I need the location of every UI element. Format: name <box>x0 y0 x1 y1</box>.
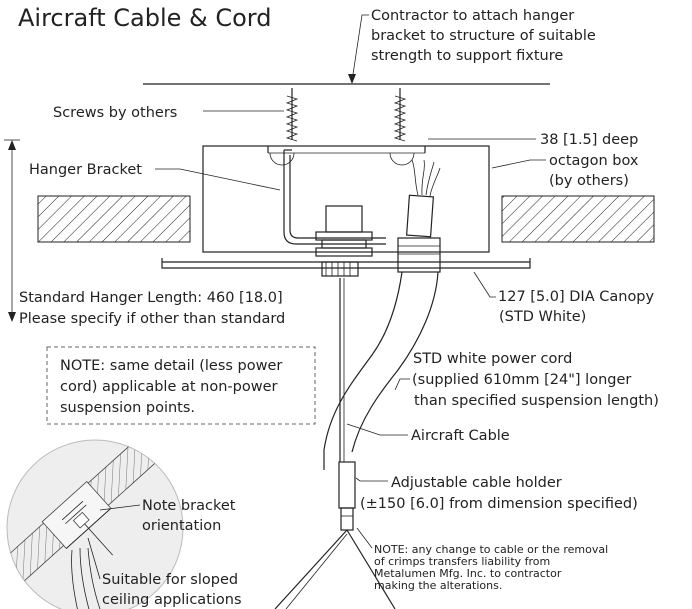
screws-note: Screws by others <box>53 105 284 121</box>
octagon-box <box>202 145 490 253</box>
svg-text:Metalumen Mfg. Inc. to contrac: Metalumen Mfg. Inc. to contractor <box>374 567 562 580</box>
svg-text:cord) applicable at non-power: cord) applicable at non-power <box>60 379 278 395</box>
svg-text:STD white power cord: STD white power cord <box>413 351 572 367</box>
cable-holder-note: Adjustable cable holder (±150 [6.0] from… <box>355 475 638 512</box>
svg-text:suspension points.: suspension points. <box>60 400 195 416</box>
power-cord-note: STD white power cord (supplied 610mm [24… <box>394 351 659 409</box>
liability-note: NOTE: any change to cable or the removal… <box>356 527 608 592</box>
svg-text:ceiling applications: ceiling applications <box>102 592 242 608</box>
note-box: NOTE: same detail (less power cord) appl… <box>46 346 316 425</box>
svg-text:orientation: orientation <box>142 518 221 534</box>
screw-left <box>285 88 299 142</box>
svg-text:Standard Hanger Length: 460 [1: Standard Hanger Length: 460 [18.0] <box>19 290 283 306</box>
svg-text:Note bracket: Note bracket <box>142 498 236 514</box>
power-cord <box>323 159 441 470</box>
screw-right <box>393 88 407 142</box>
svg-text:Hanger Bracket: Hanger Bracket <box>29 162 142 178</box>
contractor-line-1: Contractor to attach hanger <box>371 8 574 24</box>
svg-text:127 [5.0] DIA Canopy: 127 [5.0] DIA Canopy <box>498 289 655 305</box>
svg-text:Aircraft Cable: Aircraft Cable <box>411 428 510 444</box>
svg-text:making the alterations.: making the alterations. <box>374 579 502 592</box>
svg-text:than specified suspension leng: than specified suspension length) <box>414 393 659 409</box>
svg-text:Please specify if other than s: Please specify if other than standard <box>19 311 285 327</box>
bracket-note: Hanger Bracket <box>29 162 281 191</box>
nut-stack <box>315 205 373 277</box>
hanger-length-note: Standard Hanger Length: 460 [18.0] Pleas… <box>19 290 285 327</box>
cable-holder <box>274 461 396 609</box>
svg-text:(STD White): (STD White) <box>499 309 586 325</box>
svg-text:(±150 [6.0] from dimension spe: (±150 [6.0] from dimension specified) <box>360 496 638 512</box>
svg-text:of crimps transfers liability: of crimps transfers liability from <box>374 555 550 568</box>
box-note: 38 [1.5] deep octagon box (by others) <box>428 132 639 189</box>
svg-text:Adjustable cable holder: Adjustable cable holder <box>391 475 562 491</box>
diagram-title: Aircraft Cable & Cord <box>18 4 272 32</box>
ceiling-left <box>37 195 191 243</box>
canopy <box>161 258 531 269</box>
sloped-note: Suitable for sloped ceiling applications <box>87 537 242 608</box>
svg-text:NOTE: same detail (less power: NOTE: same detail (less power <box>60 358 282 374</box>
svg-text:octagon box: octagon box <box>549 153 639 169</box>
svg-text:NOTE: any change to cable or t: NOTE: any change to cable or the removal <box>374 543 608 556</box>
svg-text:38 [1.5] deep: 38 [1.5] deep <box>540 132 638 148</box>
svg-text:(supplied 610mm [24"] longer: (supplied 610mm [24"] longer <box>412 372 631 388</box>
svg-text:(by others): (by others) <box>549 173 629 189</box>
canopy-note: 127 [5.0] DIA Canopy (STD White) <box>473 271 655 325</box>
ceiling-right <box>501 195 655 243</box>
hanger-bracket <box>283 149 386 245</box>
aircraft-cable-note: Aircraft Cable <box>346 423 510 444</box>
svg-text:Screws by others: Screws by others <box>53 105 177 121</box>
hanger-length-dimension <box>4 139 20 322</box>
sloped-ceiling-detail <box>6 439 184 609</box>
contractor-line-3: strength to support fixture <box>371 48 563 64</box>
contractor-line-2: bracket to structure of suitable <box>371 28 596 44</box>
svg-text:Suitable for sloped: Suitable for sloped <box>102 572 238 588</box>
aircraft-cable <box>339 278 345 462</box>
bracket-orientation-note: Note bracket orientation <box>99 498 236 534</box>
contractor-note: Contractor to attach hanger bracket to s… <box>348 8 596 84</box>
